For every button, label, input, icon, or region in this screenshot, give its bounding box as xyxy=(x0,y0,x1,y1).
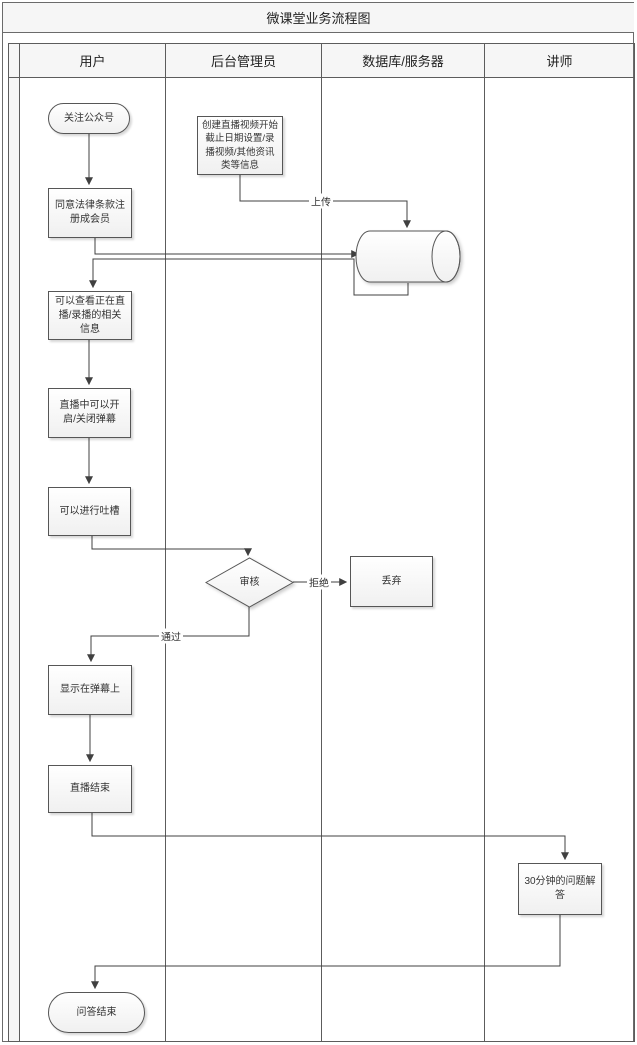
lane-header-database-server: 数据库/服务器 xyxy=(362,54,444,69)
diagram-title: 微课堂业务流程图 xyxy=(3,3,634,33)
node-tucao: 可以进行吐槽 xyxy=(48,487,131,536)
node-view-live-info: 可以查看正在直播/录播的相关信息 xyxy=(48,291,132,340)
node-follow-official-account: 关注公众号 xyxy=(48,103,130,134)
lane-header-user: 用户 xyxy=(79,54,106,69)
node-create-live-info: 创建直播视频开始截止日期设置/录播视频/其他资讯类等信息 xyxy=(197,116,283,175)
database-cylinder-shape xyxy=(355,230,461,283)
edge-live-end-to-qa xyxy=(91,813,569,861)
edge-label-pass: 通过 xyxy=(159,628,183,644)
review-decision-shape xyxy=(204,557,295,608)
node-toggle-danmaku: 直播中可以开启/关闭弹幕 xyxy=(48,388,131,438)
node-qa-end: 问答结束 xyxy=(48,992,145,1033)
swimlane-grid xyxy=(8,43,635,1042)
node-qa-30min: 30分钟的问题解答 xyxy=(518,863,602,915)
phase-strip-bg xyxy=(9,44,19,1041)
edge-label-upload: 上传 xyxy=(309,193,333,209)
node-show-on-danmaku: 显示在弹幕上 xyxy=(48,665,132,715)
node-live-broadcast-end: 直播结束 xyxy=(48,765,132,813)
edge-label-reject: 拒绝 xyxy=(307,574,331,590)
edge-database-to-view-info xyxy=(89,258,409,296)
edge-register-to-database xyxy=(94,238,360,258)
lane-header-row-bg xyxy=(20,44,634,77)
edge-qa-to-qa-end xyxy=(91,915,561,990)
node-discard: 丢弃 xyxy=(350,556,433,607)
lane-header-lecturer: 讲师 xyxy=(546,54,573,69)
lane-header-admin: 后台管理员 xyxy=(210,54,276,69)
node-register-member: 同意法律条款注册成会员 xyxy=(48,188,132,238)
node-review-decision-label: 审核 xyxy=(239,576,260,588)
edge-tucao-to-review xyxy=(91,536,252,557)
connectors-layer xyxy=(85,134,569,990)
